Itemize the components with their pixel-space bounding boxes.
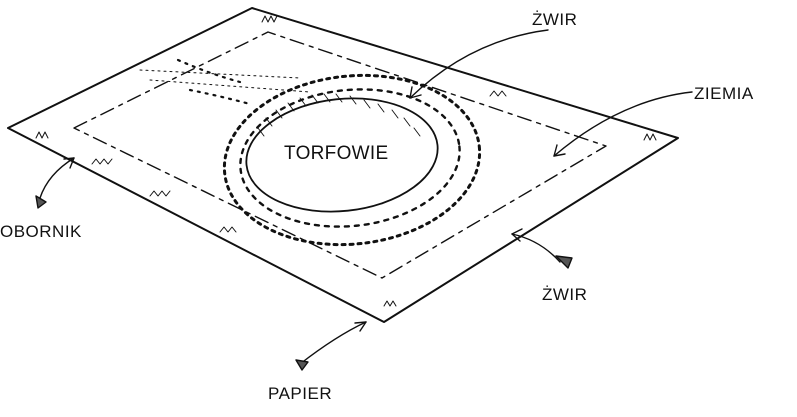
gravel-ring-inner [239, 88, 461, 228]
arrow-obornik [35, 157, 75, 209]
soil-border [73, 31, 607, 279]
arrow-papier [295, 321, 367, 371]
paper-sheet [7, 7, 679, 323]
plant-sketches [35, 15, 657, 307]
label-torfowie: TORFOWIE [284, 143, 389, 164]
peat-oval [245, 97, 439, 213]
label-zwir-top: ŻWIR [532, 10, 578, 29]
label-obornik: OBORNIK [0, 222, 82, 241]
label-zwir-bottom: ŻWIR [542, 285, 588, 304]
gravel-ring-outer [222, 73, 482, 247]
gravel-path [176, 58, 252, 106]
label-ziemia: ZIEMIA [694, 84, 754, 103]
manure-strip [139, 69, 311, 93]
arrow-zwir-top [409, 29, 549, 99]
arrow-zwir-bottom [511, 228, 573, 269]
arrow-ziemia [553, 91, 693, 157]
peat-hatching [257, 93, 421, 137]
label-papier: PAPIER [268, 384, 333, 403]
